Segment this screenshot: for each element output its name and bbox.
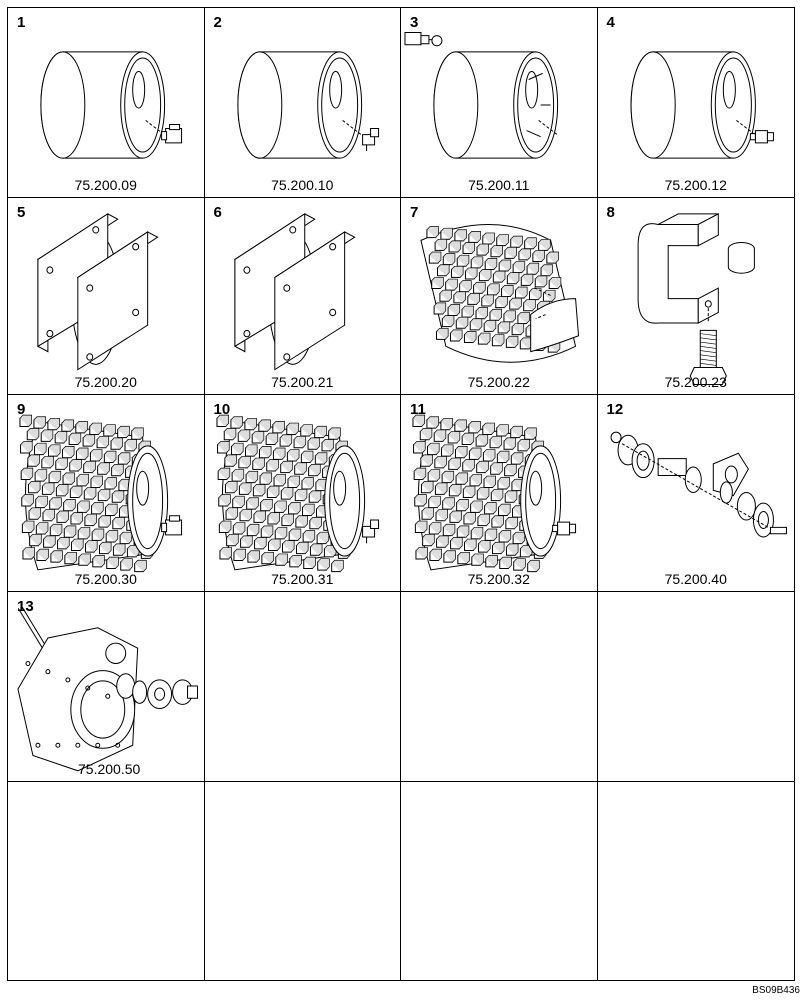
part-code[interactable]: 75.200.32 xyxy=(467,571,530,587)
plug-icon xyxy=(553,522,576,535)
part-panel: 4 75.200.12 xyxy=(597,8,795,198)
part-illustration xyxy=(205,395,401,591)
part-illustration xyxy=(205,198,401,394)
part-illustration xyxy=(8,8,204,197)
motor-icon xyxy=(162,124,182,142)
part-panel: 6 75.200.21 xyxy=(204,198,401,395)
item-number: 11 xyxy=(410,401,426,418)
part-illustration xyxy=(8,592,204,781)
drawing-reference: BS09B436 xyxy=(752,985,800,996)
part-panel: 9 75.200.30 xyxy=(8,395,205,592)
part-illustration xyxy=(205,8,401,197)
motor-icon xyxy=(162,516,182,535)
empty-panel xyxy=(401,782,598,980)
item-number: 3 xyxy=(410,14,419,31)
part-panel: 12 75.200.40 xyxy=(597,395,795,592)
item-number: 6 xyxy=(213,204,222,221)
part-illustration xyxy=(401,198,597,394)
part-code[interactable]: 75.200.50 xyxy=(78,761,141,777)
part-code[interactable]: 75.200.21 xyxy=(271,374,334,390)
part-panel: 2 75.200.10 xyxy=(204,8,401,198)
plug-icon xyxy=(750,131,773,143)
part-code[interactable]: 75.200.30 xyxy=(74,571,137,587)
part-panel: 7 75.200.22 xyxy=(401,198,598,395)
connector-icon xyxy=(405,33,442,46)
empty-panel xyxy=(598,782,795,980)
parts-index-grid: 1 75.200.09 2 75.200.10 3 75.200.11 4 75… xyxy=(7,7,795,981)
empty-panel xyxy=(205,782,401,980)
item-number: 5 xyxy=(17,204,26,221)
item-number: 2 xyxy=(213,14,222,31)
part-illustration xyxy=(401,395,597,591)
part-panel: 11 75.200.32 xyxy=(401,395,598,592)
part-illustration xyxy=(598,8,795,197)
part-code[interactable]: 75.200.22 xyxy=(467,374,530,390)
sensor-icon xyxy=(362,520,378,543)
part-code[interactable]: 75.200.09 xyxy=(74,177,137,193)
part-panel: 13 75.200.50 xyxy=(8,592,205,782)
item-number: 10 xyxy=(213,401,231,418)
part-code[interactable]: 75.200.10 xyxy=(271,177,334,193)
part-panel: 8 75.200.23 xyxy=(597,198,795,395)
item-number: 8 xyxy=(606,204,615,221)
item-number: 7 xyxy=(410,204,419,221)
part-code[interactable]: 75.200.12 xyxy=(664,177,727,193)
part-panel: 5 75.200.20 xyxy=(8,198,205,395)
part-illustration xyxy=(8,198,204,394)
empty-panel xyxy=(8,782,205,980)
part-illustration xyxy=(598,395,795,591)
empty-panel xyxy=(204,592,401,782)
item-number: 9 xyxy=(17,401,26,418)
part-code[interactable]: 75.200.40 xyxy=(664,571,727,587)
part-panel: 10 75.200.31 xyxy=(204,395,401,592)
part-illustration xyxy=(8,395,204,591)
part-illustration xyxy=(401,8,597,197)
part-panel: 3 75.200.11 xyxy=(401,8,598,198)
part-panel: 1 75.200.09 xyxy=(8,8,205,198)
item-number: 12 xyxy=(606,401,624,418)
sensor-icon xyxy=(362,129,378,151)
item-number: 13 xyxy=(17,598,34,615)
item-number: 1 xyxy=(17,14,26,31)
part-illustration xyxy=(598,198,795,394)
part-code[interactable]: 75.200.31 xyxy=(271,571,334,587)
part-code[interactable]: 75.200.11 xyxy=(468,177,530,193)
item-number: 4 xyxy=(606,14,615,31)
part-code[interactable]: 75.200.20 xyxy=(74,374,137,390)
part-code[interactable]: 75.200.23 xyxy=(664,374,727,390)
empty-panel xyxy=(401,592,598,782)
empty-panel xyxy=(597,592,794,782)
